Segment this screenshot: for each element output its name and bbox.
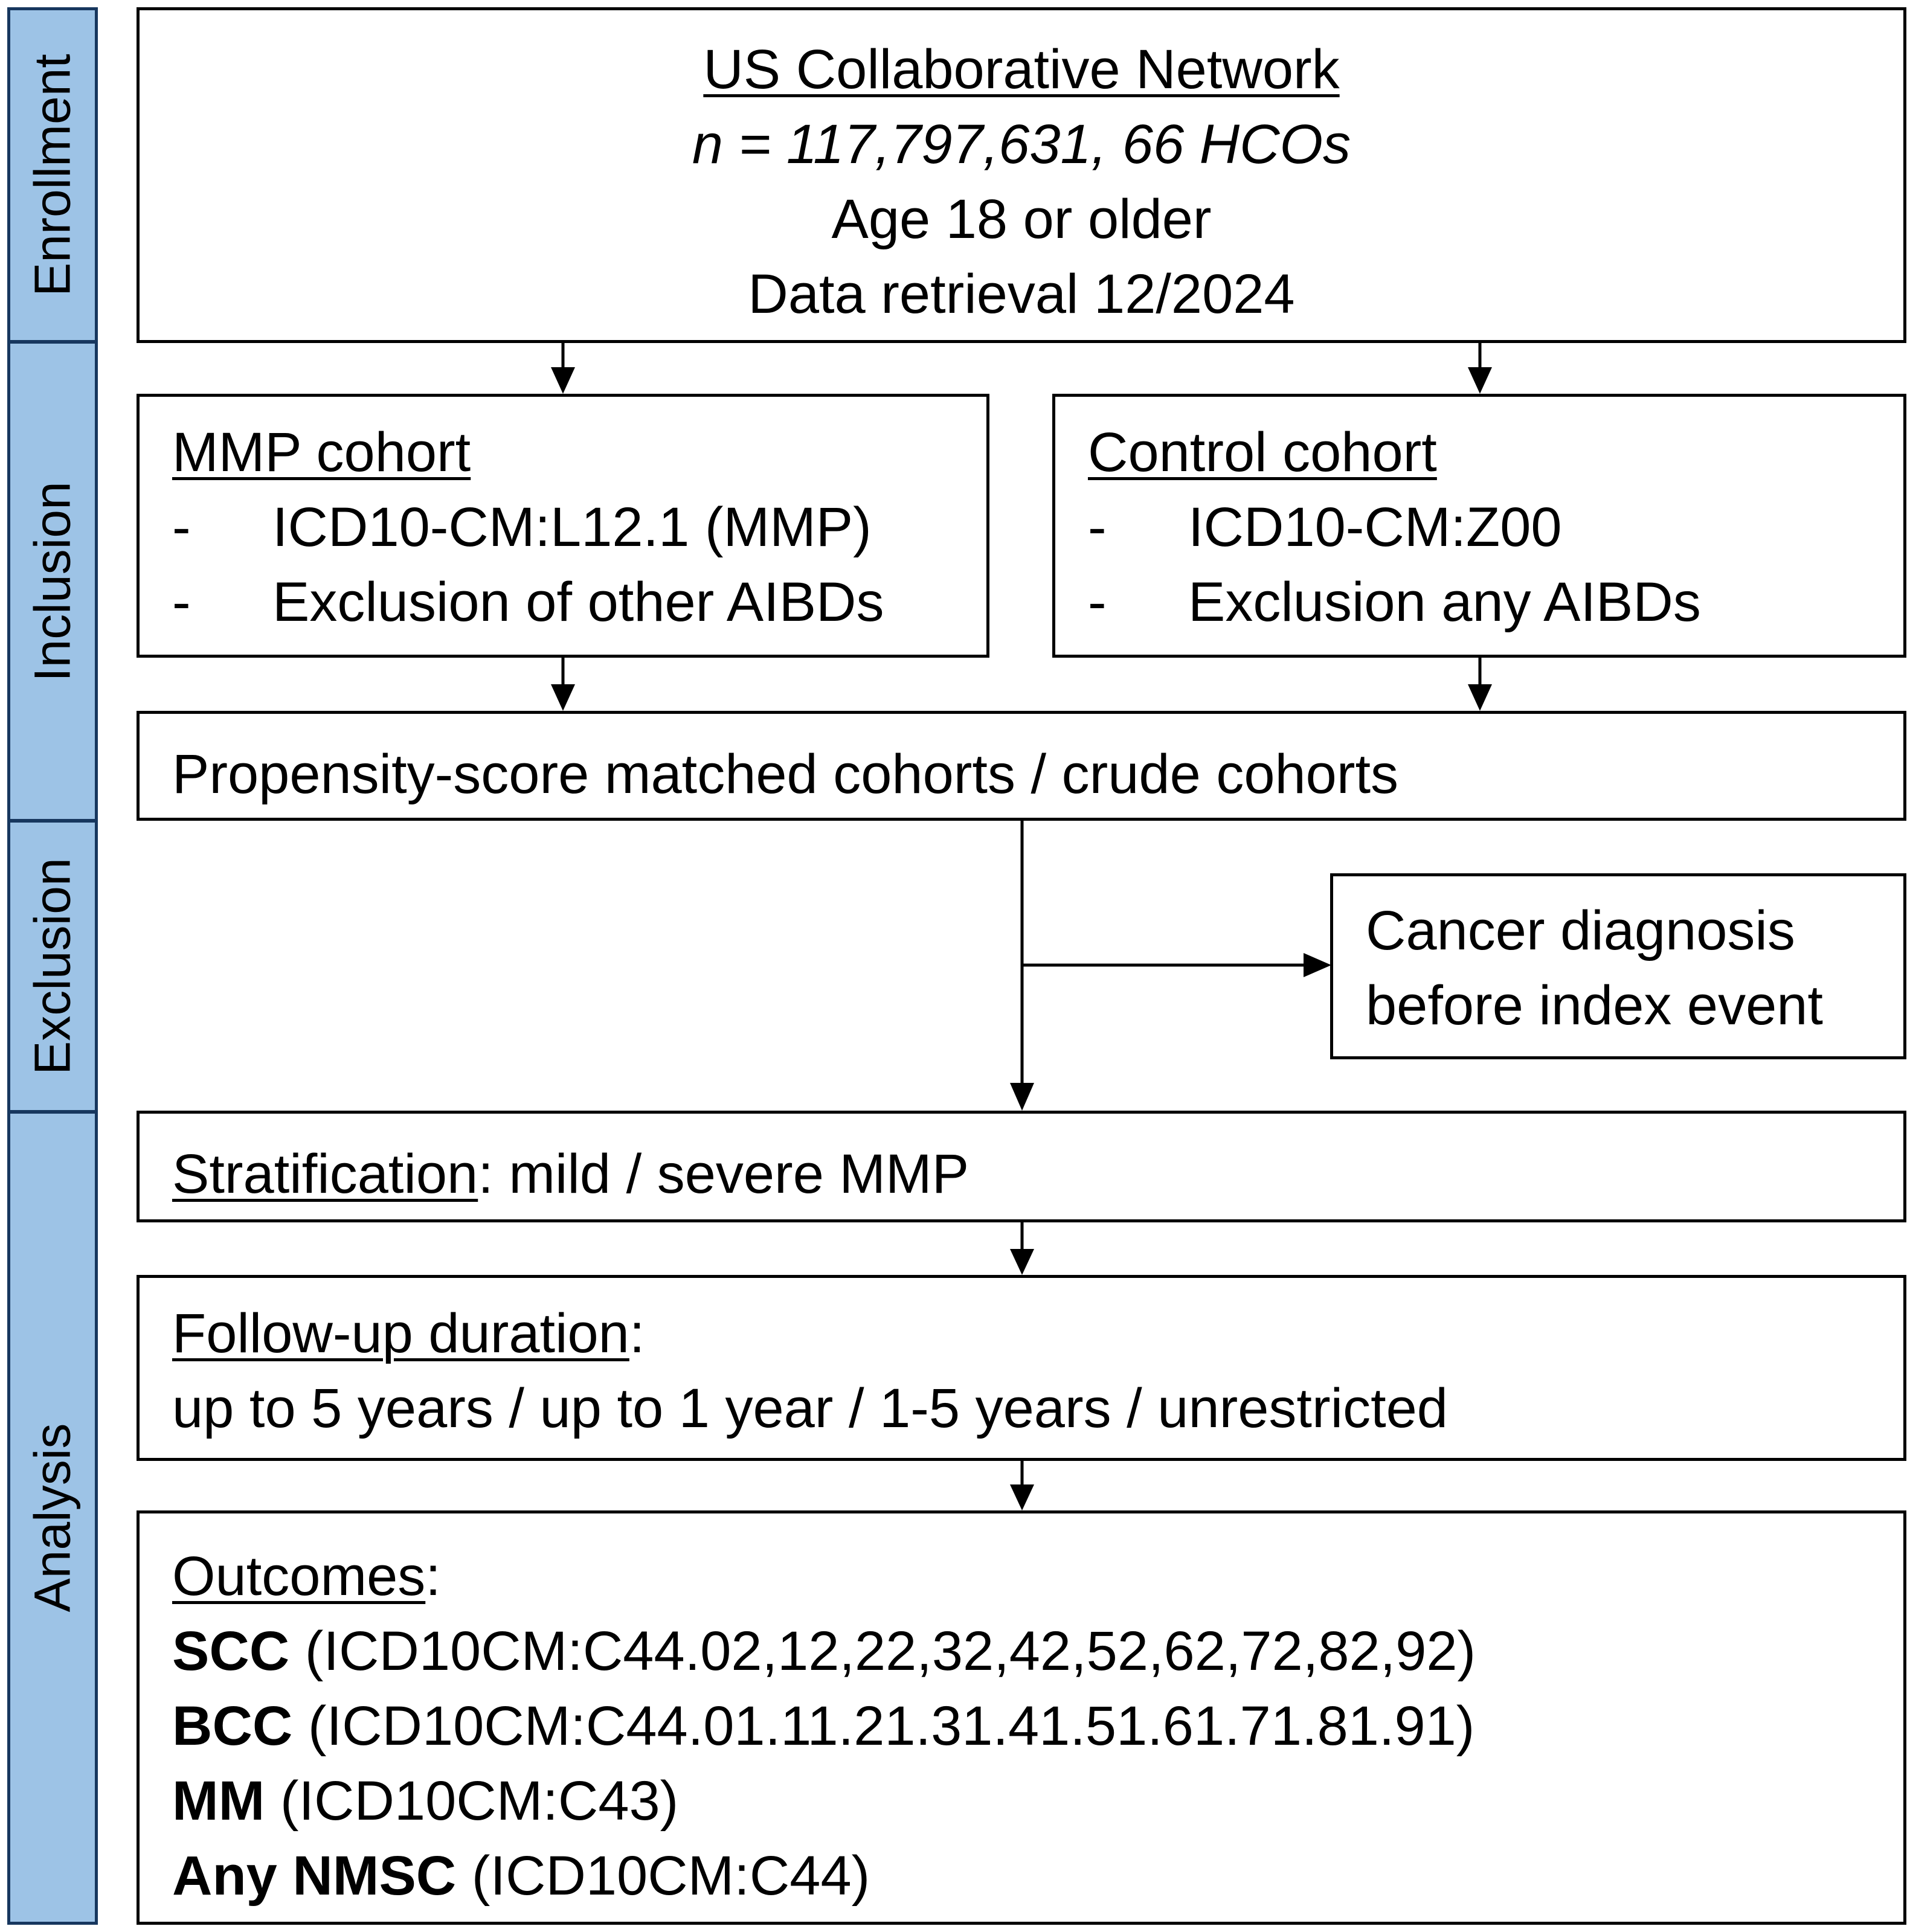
enrollment-box: US Collaborative Network n = 117,797,631… (137, 7, 1906, 343)
age-criterion: Age 18 or older (831, 188, 1212, 250)
mmp-cohort-box: MMP cohort -ICD10-CM:L12.1 (MMP) -Exclus… (137, 394, 989, 658)
outcome-item: Any NMSC (ICD10CM:C44) (172, 1845, 870, 1907)
list-item: -Exclusion any AIBDs (1088, 571, 1701, 633)
stage-inclusion: Inclusion (7, 341, 98, 822)
exclusion-box: Cancer diagnosis before index event (1330, 873, 1906, 1059)
followup-heading: Follow-up duration: (172, 1303, 645, 1364)
stratification-label: Stratification (172, 1143, 478, 1205)
outcome-item: MM (ICD10CM:C43) (172, 1770, 679, 1832)
stage-analysis: Analysis (7, 1111, 98, 1925)
control-cohort-title: Control cohort (1088, 422, 1437, 483)
followup-box: Follow-up duration: up to 5 years / up t… (137, 1275, 1906, 1461)
stratification-box: Stratification: mild / severe MMP (137, 1111, 1906, 1222)
outcome-item: SCC (ICD10CM:C44.02,12,22,32,42,52,62,72… (172, 1620, 1476, 1682)
stage-enrollment: Enrollment (7, 7, 98, 343)
list-item: -ICD10-CM:L12.1 (MMP) (172, 496, 872, 558)
outcome-item: BCC (ICD10CM:C44.01.11.21.31.41.51.61.71… (172, 1695, 1475, 1757)
exclusion-line-1: Cancer diagnosis (1366, 900, 1795, 961)
data-retrieval: Data retrieval 12/2024 (748, 263, 1295, 325)
followup-text: up to 5 years / up to 1 year / 1-5 years… (172, 1378, 1448, 1439)
list-item: -ICD10-CM:Z00 (1088, 496, 1562, 558)
mmp-cohort-title: MMP cohort (172, 422, 471, 483)
matched-cohorts-box: Propensity-score matched cohorts / crude… (137, 711, 1906, 821)
list-item: -Exclusion of other AIBDs (172, 571, 884, 633)
exclusion-line-2: before index event (1366, 975, 1823, 1036)
outcomes-label: Outcomes (172, 1545, 426, 1607)
matched-cohorts-text: Propensity-score matched cohorts / crude… (172, 743, 1399, 805)
population-count: n = 117,797,631, 66 HCOs (692, 114, 1351, 175)
stratification-text: Stratification: mild / severe MMP (172, 1143, 969, 1205)
outcomes-box: Outcomes: SCC (ICD10CM:C44.02,12,22,32,4… (137, 1510, 1906, 1925)
outcomes-heading: Outcomes: (172, 1545, 441, 1607)
control-cohort-box: Control cohort -ICD10-CM:Z00 -Exclusion … (1052, 394, 1906, 658)
network-title: US Collaborative Network (703, 39, 1340, 100)
followup-label: Follow-up duration (172, 1303, 629, 1364)
